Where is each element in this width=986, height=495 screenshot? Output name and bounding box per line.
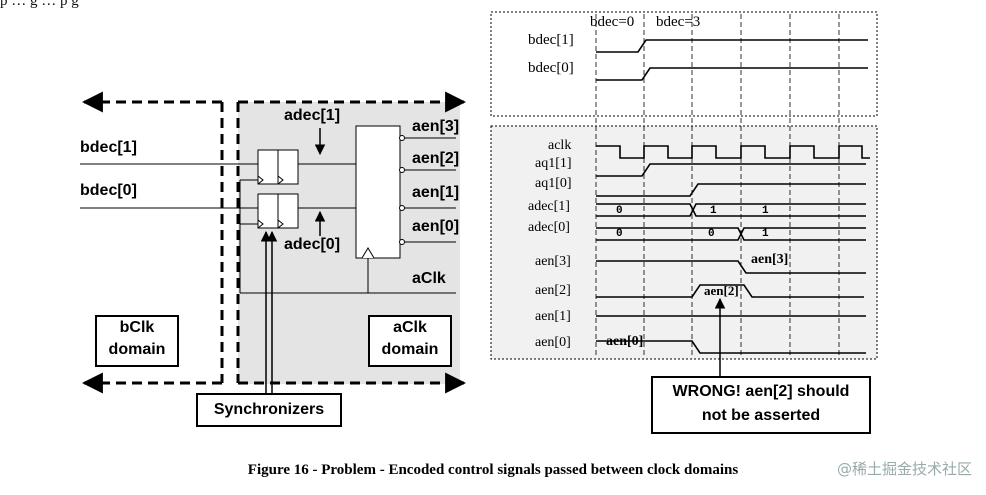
bdec3-marker: bdec=3 [656, 14, 701, 30]
adec0-label: adec[0] [284, 236, 341, 253]
input-label-bdec0: bdec[0] [80, 182, 137, 199]
adec0-value-a: 0 [616, 228, 623, 240]
output-label-aen1: aen[1] [412, 184, 460, 201]
wrong-note-line2: not be asserted [701, 407, 821, 424]
output-label-aen0: aen[0] [412, 218, 460, 235]
wrong-note-line1: WRONG! aen[2] should [672, 383, 850, 400]
bclk-domain-line1: bClk [119, 319, 155, 336]
adec1-value-c: 1 [762, 205, 769, 217]
signal-aen2: aen[2] [535, 283, 571, 298]
adec1-value-a: 0 [616, 205, 623, 217]
signal-adec1: adec[1] [528, 199, 570, 214]
bclk-domain-line2: domain [108, 341, 166, 358]
adec1-value-b: 1 [710, 205, 717, 217]
pulse-label-aen2: aen[2] [704, 283, 739, 298]
domain-boundary [81, 91, 467, 394]
watermark: @稀土掘金技术社区 [836, 460, 972, 478]
pulse-label-aen0: aen[0] [606, 334, 644, 349]
output-bubbles [399, 135, 405, 245]
timing-bottom-frame [490, 125, 878, 360]
output-label-aen2: aen[2] [412, 150, 460, 167]
signal-aen3: aen[3] [535, 254, 571, 269]
synchronizers-label: Synchronizers [196, 393, 342, 427]
signal-adec0: adec[0] [528, 220, 570, 235]
decoder-block [355, 125, 401, 259]
aclk-domain-line2: domain [381, 341, 439, 358]
synchronizer-flops [257, 149, 299, 229]
signal-aclk: aclk [548, 138, 572, 153]
input-label-bdec1: bdec[1] [80, 139, 137, 156]
aclk-domain-box: aClk domain [368, 315, 452, 367]
signal-bdec0: bdec[0] [528, 60, 574, 76]
adec1-label: adec[1] [284, 107, 341, 124]
timing-top-frame [490, 11, 878, 117]
synchronizer-pointers [260, 230, 278, 396]
time-gridlines [595, 14, 840, 357]
figure-caption: Figure 16 - Problem - Encoded control si… [247, 462, 739, 478]
waveforms [596, 39, 870, 354]
aclk-domain-line1: aClk [393, 319, 427, 336]
top-text-fragment: p … g … p g [0, 0, 79, 9]
signal-aq1-0: aq1[0] [535, 176, 572, 191]
input-wires [80, 137, 456, 294]
signal-aen1: aen[1] [535, 309, 571, 324]
wrong-note: WRONG! aen[2] should not be asserted [651, 376, 871, 434]
bclk-domain-box: bClk domain [95, 315, 179, 367]
signal-aq1-1: aq1[1] [535, 156, 572, 171]
adec0-value-c: 1 [762, 228, 769, 240]
signal-bdec1: bdec[1] [528, 32, 574, 48]
adec0-value-b: 0 [708, 228, 715, 240]
signal-aen0: aen[0] [535, 335, 571, 350]
bdec0-marker: bdec=0 [590, 14, 635, 30]
output-label-aen3: aen[3] [412, 118, 460, 135]
clock-label-aclk: aClk [412, 270, 446, 287]
pulse-label-aen3: aen[3] [751, 252, 789, 267]
